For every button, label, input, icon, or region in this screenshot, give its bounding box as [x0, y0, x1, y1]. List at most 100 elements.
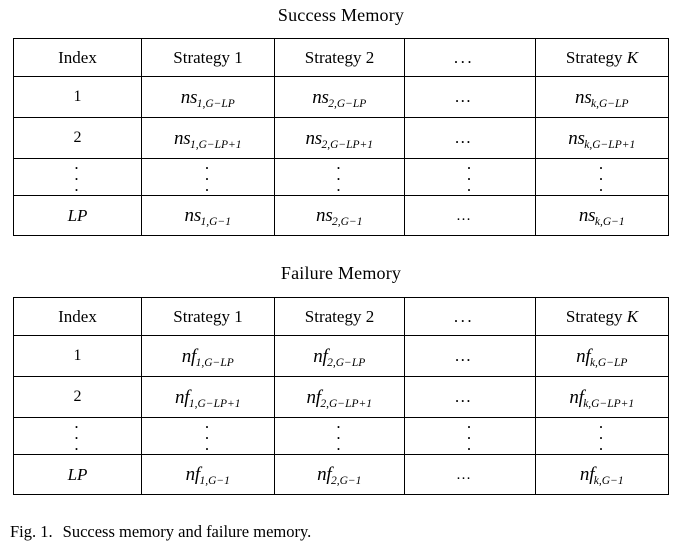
table-row: ...............	[13, 413, 669, 455]
column-header-ellipsis: ...	[404, 297, 536, 336]
ellipsis-cell: …	[404, 454, 536, 495]
memory-value-failure-0-3: nfk,G−LP	[576, 345, 628, 369]
vertical-ellipsis: ...	[466, 413, 472, 454]
row-index-cell: 1	[13, 76, 142, 118]
memory-value-cell: ns1,G−LP+1	[141, 117, 275, 159]
vertical-ellipsis: ...	[74, 413, 79, 454]
horizontal-ellipsis: ...	[453, 48, 475, 67]
memory-value-cell: nfk,G−1	[535, 454, 669, 495]
caption-label: Fig. 1.	[10, 522, 53, 541]
figure-caption: Fig. 1. Success memory and failure memory…	[10, 522, 670, 542]
memory-value-failure-0-1: nf2,G−LP	[313, 345, 366, 369]
vertical-ellipsis: ...	[204, 413, 210, 454]
table-row: LP ns1,G−1 ns2,G−1 … nsk,G−1	[13, 195, 669, 236]
column-header-index: Index	[13, 38, 142, 77]
memory-value-cell: nf1,G−LP	[141, 335, 275, 377]
memory-value-cell: nf2,G−1	[274, 454, 405, 495]
table-row: LP nf1,G−1 nf2,G−1 … nfk,G−1	[13, 454, 669, 495]
vertical-ellipsis: ...	[598, 154, 604, 195]
memory-value-cell: ns1,G−1	[141, 195, 275, 236]
strategy-index-symbol: K	[626, 307, 639, 326]
row-index-label: LP	[67, 464, 88, 484]
ellipsis-cell: …	[404, 195, 536, 236]
horizontal-ellipsis: …	[456, 207, 472, 224]
memory-value-cell: nsk,G−LP+1	[535, 117, 669, 159]
memory-value-failure-3-3: nfk,G−1	[579, 464, 624, 487]
horizontal-ellipsis: …	[456, 466, 472, 483]
column-header-strategy-2: Strategy 2	[274, 297, 405, 336]
memory-value-success-0-1: ns2,G−LP	[312, 86, 367, 110]
row-index-cell: 1	[13, 335, 142, 377]
row-index-cell: LP	[13, 454, 142, 495]
row-index-cell: ...	[13, 154, 142, 196]
memory-value-cell: nf2,G−LP+1	[274, 376, 405, 418]
column-header-index: Index	[13, 297, 142, 336]
memory-value-failure-0-0: nf1,G−LP	[181, 345, 234, 369]
ellipsis-cell: ...	[535, 413, 669, 455]
column-header-strategy-2: Strategy 2	[274, 38, 405, 77]
memory-value-cell: nf1,G−1	[141, 454, 275, 495]
memory-value-cell: nfk,G−LP+1	[535, 376, 669, 418]
memory-value-success-0-0: ns1,G−LP	[180, 86, 235, 110]
row-index-label: LP	[67, 205, 88, 225]
row-index-cell: ...	[13, 413, 142, 455]
vertical-ellipsis: ...	[336, 154, 341, 195]
memory-value-failure-1-3: nfk,G−LP+1	[569, 386, 635, 410]
ellipsis-cell: ...	[404, 413, 536, 455]
memory-value-cell: ns2,G−LP+1	[274, 117, 405, 159]
memory-value-cell: nsk,G−1	[535, 195, 669, 236]
memory-value-failure-3-0: nf1,G−1	[185, 464, 230, 487]
row-index-cell: 2	[13, 376, 142, 418]
memory-value-failure-1-1: nf2,G−LP+1	[306, 386, 372, 410]
memory-value-success-3-0: ns1,G−1	[184, 205, 231, 228]
memory-value-failure-3-1: nf2,G−1	[317, 464, 362, 487]
horizontal-ellipsis: …	[454, 387, 474, 406]
ellipsis-cell: ...	[274, 154, 405, 196]
ellipsis-cell: …	[404, 376, 536, 418]
memory-value-success-1-1: ns2,G−LP+1	[305, 127, 374, 151]
column-header-strategy-1: Strategy 1	[141, 38, 275, 77]
row-index-cell: LP	[13, 195, 142, 236]
vertical-ellipsis: ...	[598, 413, 604, 454]
memory-value-cell: ns1,G−LP	[141, 76, 275, 118]
memory-value-failure-1-0: nf1,G−LP+1	[174, 386, 241, 410]
strategy-index-symbol: K	[626, 48, 639, 67]
memory-value-cell: nsk,G−LP	[535, 76, 669, 118]
horizontal-ellipsis: …	[454, 346, 474, 365]
column-header-strategy-4: Strategy K	[535, 297, 669, 336]
horizontal-ellipsis: ...	[453, 307, 475, 326]
ellipsis-cell: ...	[404, 154, 536, 196]
table-row: 2 nf1,G−LP+1 nf2,G−LP+1 … nfk,G−LP+1	[13, 376, 669, 418]
caption-text: Success memory and failure memory.	[62, 522, 312, 541]
vertical-ellipsis: ...	[204, 154, 210, 195]
ellipsis-cell: …	[404, 117, 536, 159]
memory-value-cell: nfk,G−LP	[535, 335, 669, 377]
vertical-ellipsis: ...	[74, 154, 79, 195]
memory-value-success-0-3: nsk,G−LP	[575, 86, 629, 110]
ellipsis-cell: ...	[141, 413, 275, 455]
vertical-ellipsis: ...	[466, 154, 472, 195]
memory-value-cell: ns2,G−LP	[274, 76, 405, 118]
ellipsis-cell: ...	[535, 154, 669, 196]
memory-value-success-3-3: nsk,G−1	[578, 205, 625, 228]
ellipsis-cell: …	[404, 335, 536, 377]
column-header-strategy-4: Strategy K	[535, 38, 669, 77]
vertical-ellipsis: ...	[336, 413, 341, 454]
ellipsis-cell: ...	[141, 154, 275, 196]
ellipsis-cell: ...	[274, 413, 405, 455]
memory-value-success-3-1: ns2,G−1	[316, 205, 363, 228]
horizontal-ellipsis: …	[454, 128, 474, 147]
memory-value-cell: ns2,G−1	[274, 195, 405, 236]
memory-value-cell: nf2,G−LP	[274, 335, 405, 377]
row-index-cell: 2	[13, 117, 142, 159]
table-row: 1 nf1,G−LP nf2,G−LP … nfk,G−LP	[13, 335, 669, 377]
